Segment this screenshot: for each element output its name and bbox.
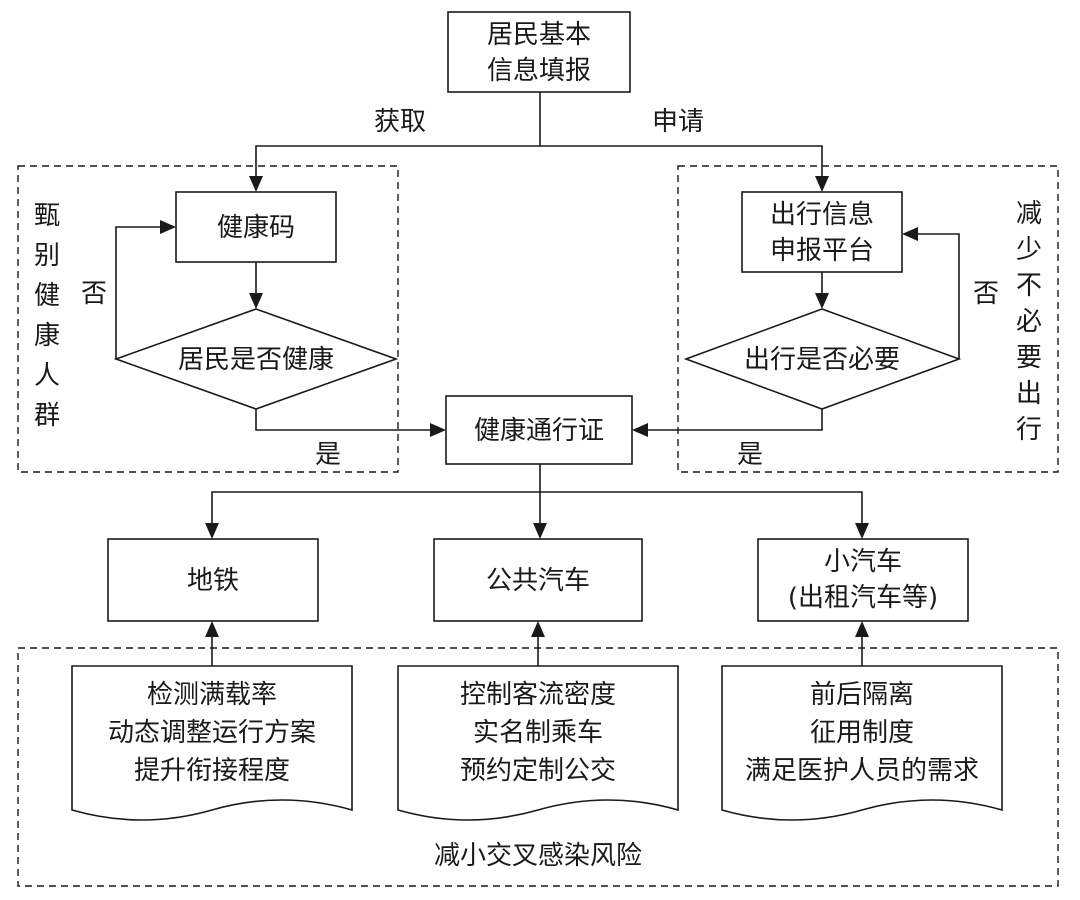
node-pass-label: 健康通行证 [474,416,604,446]
edge-start-to-travel-platform [540,145,823,178]
edge-label-yes-left: 是 [315,440,341,470]
arrowhead [160,220,176,234]
node-travel-check-diamond [683,308,962,410]
node-bus-label: 公共汽车 [486,566,590,596]
doc-metro-line2: 动态调整运行方案 [108,718,316,748]
group-label-char: 别 [34,241,60,271]
node-travel-platform-box [741,191,903,273]
connectors [115,92,960,666]
group-label-char: 行 [1016,415,1042,445]
node-car-box [757,538,969,622]
node-travel-check-label: 出行是否必要 [744,345,900,375]
doc-car-line3: 满足医护人员的需求 [745,756,979,786]
doc-car-shape [721,665,1003,821]
edge-label-no-left: 否 [81,279,107,309]
group-label-char: 康 [34,321,60,351]
node-car-line1: 小汽车 [824,547,902,577]
group-label-char: 健 [34,281,60,311]
group-label-reduce-travel: 减 少 不 必 要 出 行 [1016,199,1042,445]
node-car-line2: (出租汽车等) [788,583,938,613]
edge-health-check-yes [255,409,432,431]
arrowhead [249,293,263,309]
arrowhead [632,423,648,437]
node-health-code-label: 健康码 [217,213,295,243]
node-travel-platform-line1: 出行信息 [770,200,874,230]
edge-travel-check-yes [646,409,823,431]
arrowhead [205,523,219,539]
edge-label-get: 获取 [374,107,426,137]
doc-bus-line2: 实名制乘车 [473,718,603,748]
edge-pass-to-car [540,491,863,523]
arrowhead [430,423,446,437]
group-screen-healthy-border [17,165,399,473]
node-metro-box [107,538,319,622]
node-metro-label: 地铁 [187,566,239,596]
node-health-code-box [175,191,337,263]
group-label-reduce-infection: 减小交叉感染风险 [434,841,642,871]
doc-car-line1: 前后隔离 [810,680,914,710]
arrowhead [902,227,918,241]
group-label-char: 群 [34,401,60,431]
arrowhead [815,293,829,309]
edge-health-check-no [115,226,162,359]
group-reduce-travel-border [677,165,1059,473]
node-start-line2: 信息填报 [487,56,591,86]
group-label-char: 出 [1016,379,1042,409]
doc-bus-shape [397,665,679,821]
edge-travel-check-no [916,233,960,359]
edge-label-no-right: 否 [973,279,999,309]
arrowhead [205,621,219,637]
group-label-char: 要 [1016,343,1042,373]
edge-start-to-health-code [255,92,541,178]
edge-label-apply: 申请 [652,107,704,137]
doc-car-line2: 征用制度 [810,718,914,748]
node-health-check-label: 居民是否健康 [178,345,334,375]
arrowhead [531,621,545,637]
arrowhead [249,176,263,192]
group-label-screen-healthy: 甄 别 健 康 人 群 [34,201,60,431]
edge-label-yes-right: 是 [737,440,763,470]
group-label-char: 不 [1016,271,1042,301]
arrowhead [815,176,829,192]
node-start-box [447,11,631,93]
node-start-line1: 居民基本 [487,20,591,50]
doc-bus-line3: 预约定制公交 [460,756,616,786]
doc-bus-line1: 控制客流密度 [460,680,616,710]
node-pass-box [445,395,633,465]
doc-metro-shape [71,665,353,821]
node-bus-box [433,538,643,622]
group-label-char: 人 [34,361,60,391]
arrowhead [855,621,869,637]
group-label-char: 甄 [34,201,60,231]
doc-metro-line1: 检测满载率 [147,680,277,710]
group-label-char: 少 [1016,235,1042,265]
group-label-char: 必 [1016,307,1042,337]
group-label-char: 减 [1016,199,1042,229]
doc-metro-line3: 提升衔接程度 [134,756,290,786]
arrowhead [855,523,869,539]
node-travel-platform-line2: 申报平台 [770,236,874,266]
arrowhead [533,523,547,539]
edge-pass-to-metro [211,464,541,523]
arrowheads [160,176,918,637]
node-health-check-diamond [113,308,399,410]
